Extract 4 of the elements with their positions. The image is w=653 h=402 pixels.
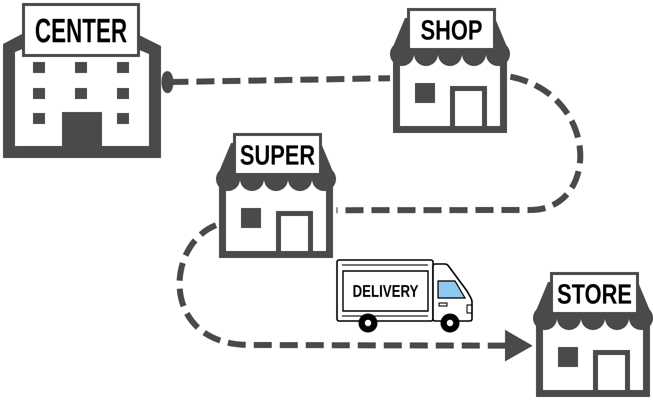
sign-board: SUPER <box>233 133 322 176</box>
sign-board: STORE <box>550 272 639 315</box>
sign-board: SHOP <box>407 8 496 51</box>
connector <box>161 71 390 94</box>
